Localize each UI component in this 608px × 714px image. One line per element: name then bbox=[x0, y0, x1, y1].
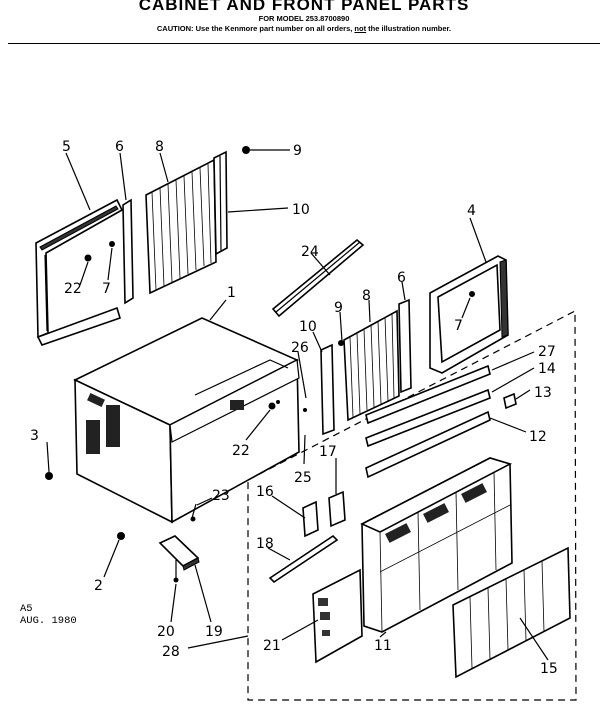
callout-8-right: 8 bbox=[362, 288, 371, 304]
callout-3: 3 bbox=[30, 428, 39, 444]
part-3-screw bbox=[45, 472, 53, 480]
part-7-clip-right bbox=[469, 291, 475, 297]
part-8-louver-left bbox=[145, 158, 217, 295]
callout-12: 12 bbox=[529, 429, 547, 445]
callout-22-cabinet: 22 bbox=[232, 443, 250, 459]
callout-17: 17 bbox=[319, 444, 337, 460]
callout-27: 27 bbox=[538, 344, 556, 360]
callout-2: 2 bbox=[94, 578, 103, 594]
part-15-grille bbox=[452, 546, 571, 679]
part-18-rod bbox=[268, 534, 339, 584]
callout-4: 4 bbox=[467, 203, 476, 219]
leader-lines bbox=[46, 149, 549, 661]
callout-15: 15 bbox=[540, 661, 558, 677]
callout-10-top: 10 bbox=[292, 202, 310, 218]
part-17-bracket bbox=[328, 490, 346, 528]
callout-8-left: 8 bbox=[155, 139, 164, 155]
part-24-top-rail bbox=[271, 238, 365, 318]
part-4-side-frame-right bbox=[429, 255, 509, 374]
part-13-clip bbox=[503, 392, 517, 410]
caution-text-end: the illustration number. bbox=[366, 24, 452, 33]
part-5-side-frame-left bbox=[35, 198, 124, 346]
caution-note: CAUTION: Use the Kenmore part number on … bbox=[0, 24, 608, 34]
part-11-front-panel bbox=[360, 457, 513, 633]
part-23-screw-head bbox=[190, 516, 196, 522]
page-header: CABINET AND FRONT PANEL PARTS FOR MODEL … bbox=[0, 0, 608, 34]
part-9-screw-top bbox=[242, 146, 250, 154]
caution-text-start: CAUTION: Use the Kenmore part number on … bbox=[156, 24, 355, 33]
callout-19: 19 bbox=[205, 624, 223, 640]
callout-26: 26 bbox=[291, 340, 309, 356]
page-title: CABINET AND FRONT PANEL PARTS bbox=[138, 0, 470, 14]
part-28-assembly-boundary bbox=[247, 310, 577, 701]
part-20-screw-head bbox=[173, 577, 179, 583]
part-12-lower-slat bbox=[365, 410, 491, 479]
callout-25: 25 bbox=[294, 470, 312, 486]
callout-22-frame: 22 bbox=[64, 281, 82, 297]
header-rule bbox=[8, 43, 600, 44]
callout-16: 16 bbox=[256, 484, 274, 500]
callout-9-top: 9 bbox=[293, 143, 302, 159]
part-27-upper-slat bbox=[365, 364, 491, 425]
revision-stamp: A5 AUG. 1980 bbox=[20, 603, 77, 627]
callout-1: 1 bbox=[227, 285, 236, 301]
part-6-vertical-strip-left bbox=[122, 198, 134, 305]
part-14-middle-slat bbox=[365, 388, 491, 448]
part-9-screw-right bbox=[338, 340, 344, 346]
callout-9-right: 9 bbox=[334, 300, 343, 316]
callout-11: 11 bbox=[374, 638, 392, 654]
callout-13: 13 bbox=[534, 385, 552, 401]
part-21-control-panel bbox=[312, 568, 363, 664]
callout-28: 28 bbox=[162, 644, 180, 660]
caution-emphasis: not bbox=[354, 24, 367, 33]
callout-23: 23 bbox=[212, 488, 230, 504]
part-22-screw-cabinet bbox=[268, 402, 276, 410]
callout-10-right: 10 bbox=[299, 319, 317, 335]
part-1-cabinet bbox=[73, 317, 307, 524]
callout-6-right: 6 bbox=[397, 270, 406, 286]
revision-code: A5 bbox=[20, 603, 33, 615]
part-19-bracket bbox=[158, 535, 200, 571]
part-16-bracket bbox=[302, 500, 319, 538]
callout-18: 18 bbox=[256, 536, 274, 552]
part-10-end-strip-right bbox=[320, 343, 335, 436]
callout-21: 21 bbox=[263, 638, 281, 654]
part-6-vertical-strip-right bbox=[398, 298, 412, 394]
part-22-screw-frame bbox=[84, 254, 92, 262]
callout-20: 20 bbox=[157, 624, 175, 640]
part-7-clip-left bbox=[109, 241, 115, 247]
callout-14: 14 bbox=[538, 361, 556, 377]
callout-5: 5 bbox=[62, 139, 71, 155]
callout-7-left: 7 bbox=[102, 281, 111, 297]
callout-6-left: 6 bbox=[115, 139, 124, 155]
model-number: FOR MODEL 253.8700890 bbox=[258, 14, 350, 23]
part-2-screw bbox=[117, 532, 125, 540]
part-23-screw bbox=[191, 503, 197, 519]
revision-date: AUG. 1980 bbox=[20, 615, 77, 627]
part-10-end-strip-left bbox=[213, 150, 228, 256]
callout-24: 24 bbox=[301, 244, 319, 260]
part-8-louver-right bbox=[343, 309, 400, 422]
callout-7-right: 7 bbox=[454, 318, 463, 334]
